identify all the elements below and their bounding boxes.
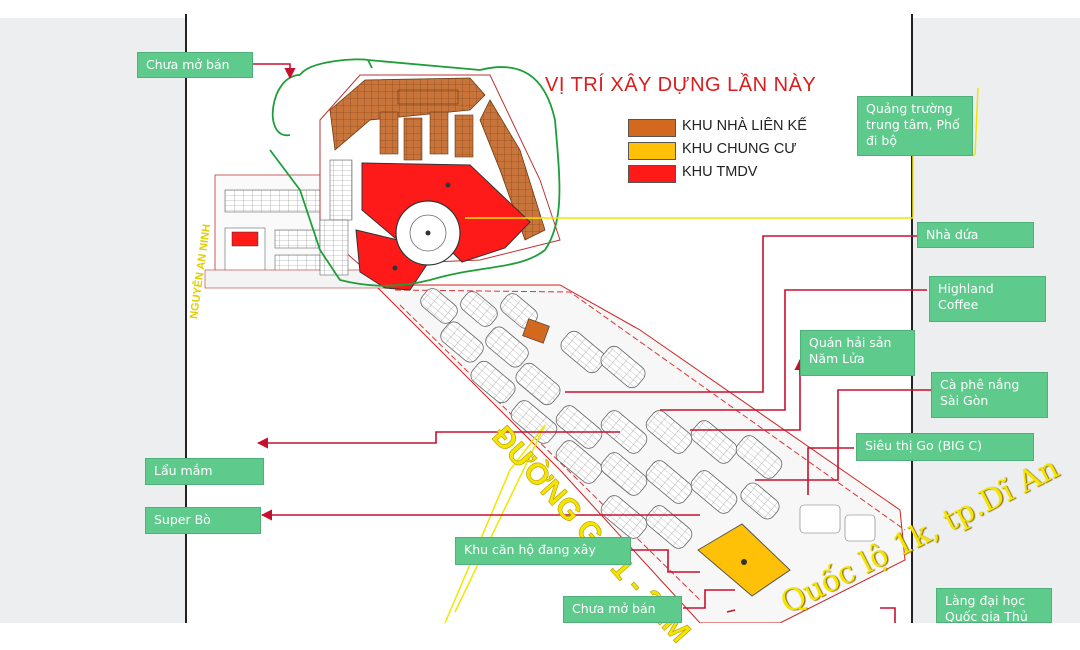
label-chua-mo-ban-bottom: Chưa mở bán xyxy=(563,596,682,623)
legend-label: KHU TMDV xyxy=(682,164,758,180)
legend-label: KHU NHÀ LIÊN KẾ xyxy=(682,118,807,134)
label-lau-mam: Lẩu mắm xyxy=(145,458,264,485)
legend-label: KHU CHUNG CƯ xyxy=(682,141,797,157)
commercial-swatch xyxy=(628,165,676,183)
label-chua-mo-ban-top: Chưa mở bán xyxy=(137,52,253,78)
orange-plot xyxy=(522,318,550,344)
site-plan-map: VỊ TRÍ XÂY DỰNG LẦN NÀY KHU NHÀ LIÊN KẾ … xyxy=(0,14,1080,650)
legend-title: VỊ TRÍ XÂY DỰNG LẦN NÀY xyxy=(545,74,817,96)
residential-blocks xyxy=(420,288,783,549)
callout-arrows xyxy=(253,63,934,623)
label-quan-hai-san: Quán hải sản Năm Lửa xyxy=(800,330,915,376)
southeast-lots xyxy=(799,504,876,542)
label-highland-coffee: Highland Coffee xyxy=(929,276,1046,322)
main-road xyxy=(373,284,906,623)
label-sieu-thi-go: Siêu thị Go (BIG C) xyxy=(856,433,1034,461)
label-ca-phe-nang-sai-gon: Cà phê nắng Sài Gòn xyxy=(931,372,1048,418)
label-nha-dua: Nhà dứa xyxy=(917,222,1034,248)
map-drawing xyxy=(204,58,979,623)
label-super-bo: Super Bò xyxy=(145,507,261,534)
label-lang-dai-hoc: Làng đại học Quốc gia Thủ Đức xyxy=(936,588,1052,623)
label-quang-truong: Quảng trường trung tâm, Phố đi bộ xyxy=(857,96,973,156)
commercial-zone xyxy=(355,162,531,291)
apartment-swatch xyxy=(628,142,676,160)
label-khu-can-ho: Khu căn hộ đang xây xyxy=(455,537,631,565)
townhouse-swatch xyxy=(628,119,676,137)
